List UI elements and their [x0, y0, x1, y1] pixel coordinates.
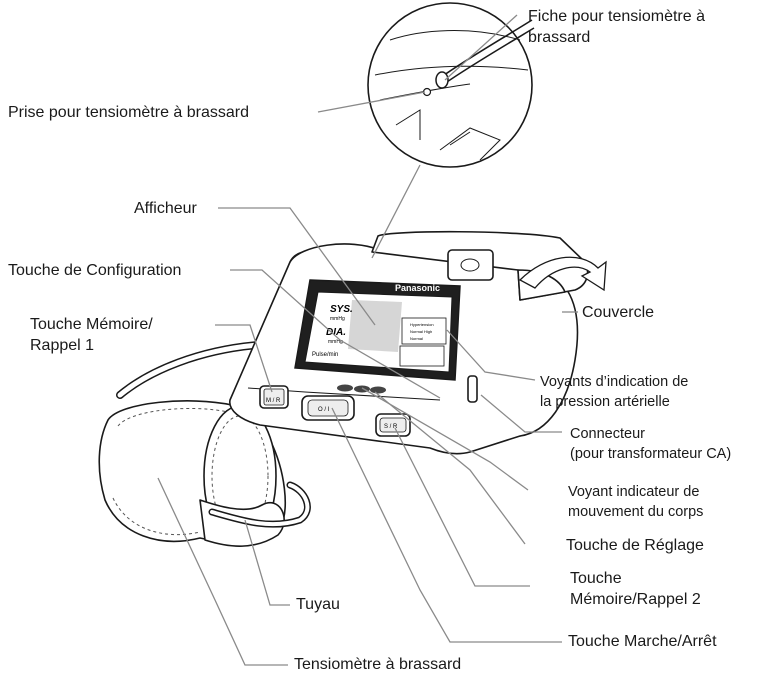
- svg-text:O / I: O / I: [318, 407, 330, 413]
- label-adjust-key: Touche de Réglage: [566, 537, 704, 554]
- display-status-3: Normal: [410, 336, 423, 341]
- plug-icon: [435, 71, 449, 89]
- svg-text:M / R: M / R: [266, 398, 281, 404]
- display-sys-unit: mmHg: [330, 316, 345, 322]
- label-memory-1-key: Touche Mémoire/ Rappel 1: [30, 316, 153, 354]
- power-button[interactable]: O / I: [301, 395, 355, 421]
- label-config-key: Touche de Configuration: [8, 262, 182, 279]
- label-cover: Couvercle: [582, 304, 655, 321]
- label-display: Afficheur: [134, 200, 197, 217]
- label-bp-indicators: Voyants d’indication de la pression arté…: [540, 374, 689, 410]
- display-dia-label: DIA.: [326, 327, 346, 338]
- display-pulse-label: Pulse/min: [312, 352, 338, 358]
- label-connector: Connecteur (pour transformateur CA): [570, 426, 732, 462]
- leader-lines: [157, 14, 578, 666]
- display-status-1: Hypertension: [410, 322, 434, 327]
- memory-recall-1-button[interactable]: M / R: [259, 385, 289, 409]
- display-sys-label: SYS.: [330, 304, 353, 315]
- zoom-detail: [367, 2, 535, 168]
- label-memory-2-key: Touche Mémoire/Rappel 2: [570, 570, 701, 608]
- label-hose: Tuyau: [296, 596, 340, 613]
- svg-text:S / R: S / R: [384, 424, 398, 430]
- label-body-motion: Voyant indicateur de mouvement du corps: [568, 484, 704, 520]
- label-plug: Fiche pour tensiomètre à brassard: [528, 8, 705, 46]
- display-dia-unit: mmHg: [328, 339, 343, 345]
- open-cover-arrow: [518, 256, 607, 292]
- label-cuff: Tensiomètre à brassard: [294, 656, 462, 673]
- memory-recall-2-button[interactable]: S / R: [375, 413, 411, 437]
- display-status-2: Normal High: [410, 329, 432, 334]
- brand-logo: Panasonic: [395, 283, 440, 293]
- label-power-key: Touche Marche/Arrêt: [568, 633, 717, 650]
- label-socket: Prise pour tensiomètre à brassard: [8, 104, 249, 121]
